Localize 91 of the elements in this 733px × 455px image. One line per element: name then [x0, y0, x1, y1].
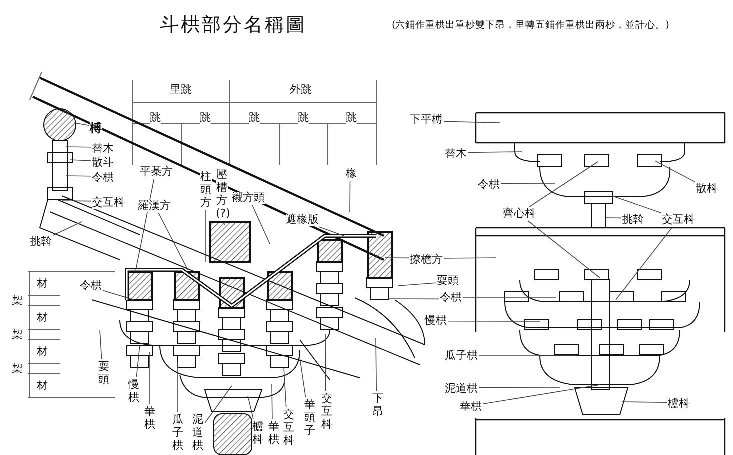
- leader-line: [612, 196, 662, 214]
- part-label: 慢栱: [128, 378, 140, 404]
- leader-line: [325, 334, 326, 392]
- part-label: 瓜子栱: [445, 350, 478, 362]
- leader-line: [272, 384, 273, 420]
- part-label: 椽: [346, 168, 357, 180]
- leader-line: [654, 160, 696, 182]
- leader-line: [224, 220, 226, 226]
- dimension-label: 跳: [150, 112, 161, 124]
- part-label: 泥道栱: [445, 383, 478, 395]
- part-label: 交互枓: [662, 214, 695, 226]
- part-label: 齊心枓: [503, 208, 536, 220]
- leader-line: [388, 298, 440, 300]
- dimension-label: 跳: [249, 112, 260, 124]
- part-label: 華栱: [268, 420, 280, 446]
- leader-line: [66, 146, 92, 148]
- leader-line: [102, 290, 134, 300]
- leader-line: [529, 162, 598, 208]
- dimension-label: 材: [37, 380, 48, 392]
- note-text: (六鋪作重栱出單杪雙下昂，里轉五鋪作重栱出兩杪，並計心。): [392, 20, 670, 32]
- part-label: 下昂: [372, 392, 384, 418]
- part-label: 瓜子栱: [172, 413, 184, 452]
- leader-line: [398, 282, 436, 286]
- leader-line: [500, 183, 556, 184]
- dimension-label: 材: [37, 312, 48, 324]
- leader-line: [384, 258, 410, 259]
- dimension-label: 跳: [298, 112, 309, 124]
- part-label: 羅漢方: [138, 200, 171, 212]
- part-label: 令栱: [80, 280, 102, 292]
- part-label: 替木: [92, 143, 114, 155]
- dimension-label: 栔: [12, 295, 23, 307]
- part-label: 慢栱: [425, 315, 447, 327]
- dimension-label: 栔: [12, 329, 23, 341]
- part-label: 耍頭: [98, 360, 110, 386]
- part-label: 交互枓: [283, 408, 295, 447]
- part-label: 令栱: [440, 292, 462, 304]
- leader-line: [478, 387, 560, 388]
- dimension-label: 栔: [12, 363, 23, 375]
- part-label: 柱頭方: [200, 170, 212, 209]
- part-label: 壓槽方 (?): [216, 168, 228, 220]
- part-label: 下平榑: [410, 114, 443, 126]
- part-label: 華栱: [144, 405, 156, 431]
- part-label: 襯方頭: [232, 192, 265, 204]
- leader-line: [248, 396, 254, 420]
- leader-line: [376, 338, 377, 392]
- part-label: 令栱: [478, 179, 500, 191]
- leader-line: [606, 218, 622, 219]
- part-label: 挑斡: [622, 214, 644, 226]
- leader-line: [70, 160, 92, 162]
- dimension-label: 材: [37, 278, 48, 290]
- part-label: 櫨枓: [252, 420, 264, 446]
- part-label: 華頭子: [304, 398, 316, 437]
- part-label: 耍頭: [437, 275, 459, 287]
- leader-line: [444, 121, 500, 124]
- part-label: 挑斡: [30, 236, 52, 248]
- part-label: 榑: [90, 122, 102, 134]
- leader-line: [528, 220, 600, 278]
- dimension-label: 外跳: [290, 84, 312, 96]
- dimension-label: 跳: [346, 112, 357, 124]
- leader-line: [482, 384, 600, 405]
- part-label: 華栱: [460, 401, 482, 413]
- part-label: 替木: [445, 148, 467, 160]
- part-label: 泥道栱: [192, 413, 204, 452]
- leader-line: [444, 258, 496, 259]
- leader-line: [158, 212, 188, 270]
- leader-line: [62, 200, 92, 202]
- part-label: 撩檐方: [410, 254, 443, 266]
- leader-line: [318, 226, 344, 236]
- leader-line: [74, 122, 90, 126]
- dimension-label: 跳: [200, 112, 211, 124]
- part-label: 遮椽版: [286, 214, 319, 226]
- part-label: 令栱: [92, 172, 114, 184]
- part-label: 平棊方: [140, 166, 173, 178]
- part-label: 櫨枓: [668, 398, 690, 410]
- leader-line: [468, 152, 522, 154]
- dimension-label: 材: [37, 346, 48, 358]
- leader-line: [284, 368, 287, 408]
- leader-line: [350, 180, 351, 212]
- part-label: 散斗: [92, 157, 114, 169]
- part-label: 交互枓: [92, 197, 125, 209]
- dimension-label: 里跳: [170, 84, 192, 96]
- leader-line: [52, 222, 82, 236]
- leader-line: [66, 176, 92, 177]
- leader-line: [252, 204, 270, 244]
- part-label: 交互枓: [321, 392, 333, 431]
- part-label: 散枓: [696, 183, 718, 195]
- leader-line: [100, 330, 102, 360]
- leader-line: [616, 226, 674, 300]
- leader-line: [136, 344, 140, 378]
- leader-line: [622, 402, 668, 404]
- leader-line: [300, 358, 306, 398]
